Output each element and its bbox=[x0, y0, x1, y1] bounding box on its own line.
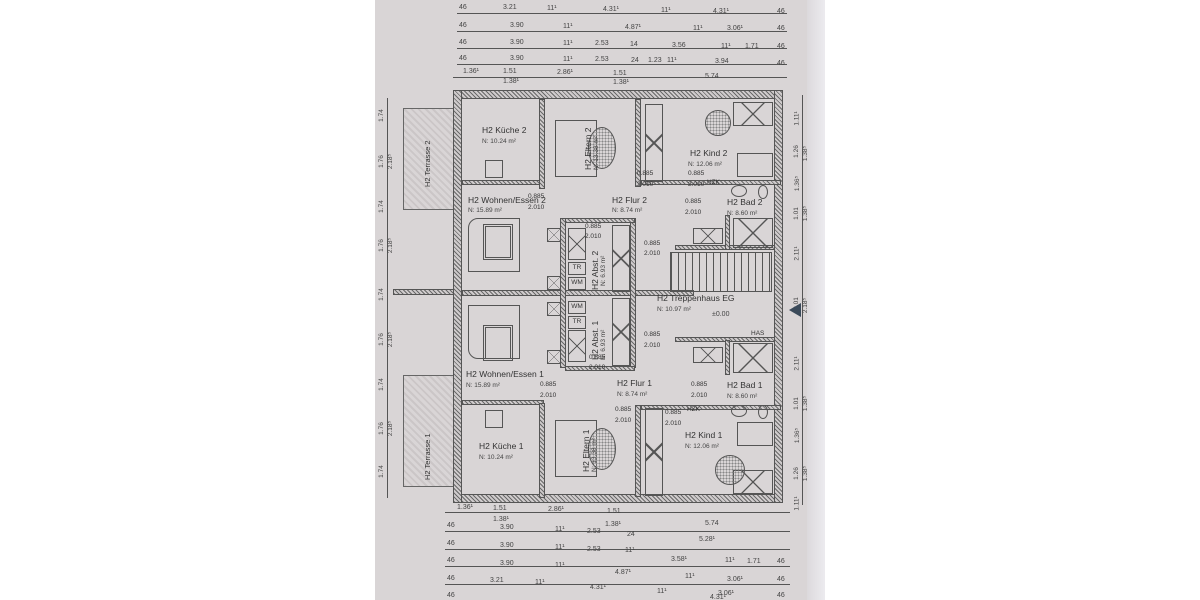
room-bad-1: H2 Bad 1 bbox=[727, 380, 763, 390]
garden-wall bbox=[393, 289, 455, 295]
section-marker-icon bbox=[789, 303, 801, 317]
coffee-table bbox=[483, 224, 513, 260]
coffee-table bbox=[483, 325, 513, 361]
house-connection-tag: HAS bbox=[751, 330, 765, 337]
toilet bbox=[758, 185, 768, 199]
room-kind-2: H2 Kind 2 bbox=[690, 148, 728, 158]
room-flur-2: H2 Flur 2 bbox=[612, 195, 647, 205]
desk bbox=[737, 153, 773, 177]
rug bbox=[588, 428, 616, 470]
room-eltern-2: H2 Eltern 2 bbox=[583, 127, 593, 170]
left-dimension-chain bbox=[387, 98, 388, 498]
terrace-1 bbox=[403, 375, 455, 487]
room-flur-1: H2 Flur 1 bbox=[617, 378, 652, 388]
rug bbox=[715, 455, 745, 485]
washer-tag: WM bbox=[568, 277, 586, 290]
rug bbox=[588, 127, 616, 169]
room-wohnen-essen-2: H2 Wohnen/Essen 2 bbox=[468, 195, 546, 205]
floor-plan-sheet: 46 3.21 11¹ 4.31¹ 11¹ 4.31¹ 46 46 3.90 1… bbox=[375, 0, 825, 600]
party-wall bbox=[462, 290, 694, 296]
dining-table bbox=[485, 410, 503, 428]
room-kueche-2: H2 Küche 2 bbox=[482, 125, 527, 135]
sofa bbox=[468, 218, 520, 272]
sink bbox=[731, 405, 747, 417]
outer-wall-top bbox=[453, 90, 783, 99]
room-bad-2: H2 Bad 2 bbox=[727, 197, 763, 207]
dining-table bbox=[485, 160, 503, 178]
room-kueche-1: H2 Küche 1 bbox=[479, 441, 524, 451]
paper-edge bbox=[807, 0, 825, 600]
terrace-1-label: H2 Terrasse 1 bbox=[423, 433, 432, 480]
radiator-tag: HZK bbox=[707, 179, 720, 186]
rug bbox=[705, 110, 731, 136]
radiator-tag: HZK bbox=[687, 406, 700, 413]
toilet bbox=[758, 405, 768, 419]
room-kind-1: H2 Kind 1 bbox=[685, 430, 723, 440]
terrace-2-label: H2 Terrasse 2 bbox=[423, 140, 432, 187]
staircase bbox=[670, 252, 772, 292]
right-dimension-chain bbox=[802, 95, 803, 505]
outer-wall-bottom bbox=[453, 494, 783, 503]
dryer-tag: TR bbox=[568, 316, 586, 329]
dryer-tag: TR bbox=[568, 262, 586, 275]
room-wohnen-essen-1: H2 Wohnen/Essen 1 bbox=[466, 369, 544, 379]
room-eltern-1: H2 Eltern 1 bbox=[581, 429, 591, 472]
outer-wall-right bbox=[774, 90, 783, 503]
outer-wall-left bbox=[453, 90, 462, 503]
room-treppenhaus-eg: H2 Treppenhaus EG bbox=[657, 293, 735, 303]
desk bbox=[737, 422, 773, 446]
washer-tag: WM bbox=[568, 301, 586, 314]
room-abst-2: H2 Abst. 2 bbox=[590, 250, 600, 290]
sink bbox=[731, 185, 747, 197]
floor-level: ±0.00 bbox=[712, 311, 730, 318]
